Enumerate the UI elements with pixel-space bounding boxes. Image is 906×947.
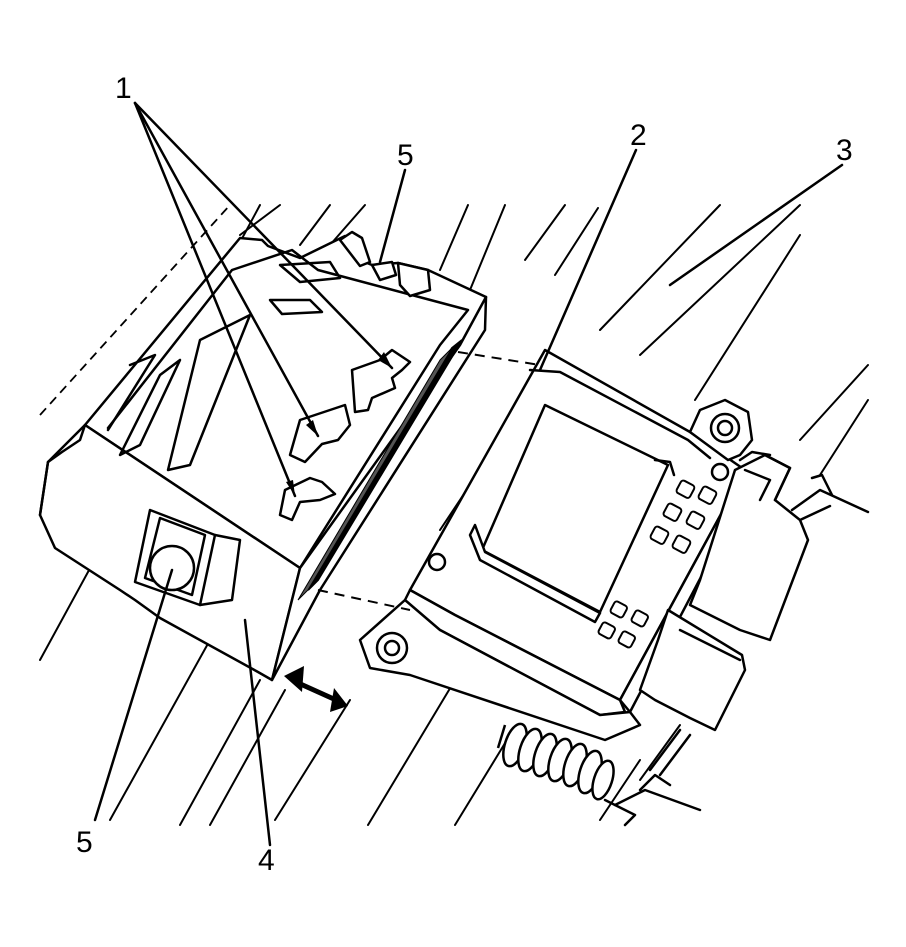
wiring-harness-connectors <box>603 450 870 827</box>
bracket-guide-rail-shadow <box>297 347 453 601</box>
callout-arrowheads <box>286 352 392 496</box>
double-headed-arrow-icon <box>284 666 348 712</box>
control-module <box>358 348 754 742</box>
callout-leader-lines <box>93 101 844 847</box>
callout-label-5-top: 5 <box>397 139 414 172</box>
callout-label-5-bottom: 5 <box>76 826 93 859</box>
callout-label-4: 4 <box>258 844 275 877</box>
mounting-bracket <box>38 230 488 682</box>
connector-pin-array-lower <box>597 600 649 649</box>
dashed-reference-line <box>39 204 231 416</box>
callout-label-2: 2 <box>630 119 647 152</box>
callout-label-3: 3 <box>836 134 853 167</box>
connector-pin-array-upper <box>649 479 718 554</box>
alignment-dashed-lines <box>317 351 541 611</box>
coiled-wire-loom <box>496 722 615 801</box>
callout-label-1: 1 <box>115 72 132 105</box>
